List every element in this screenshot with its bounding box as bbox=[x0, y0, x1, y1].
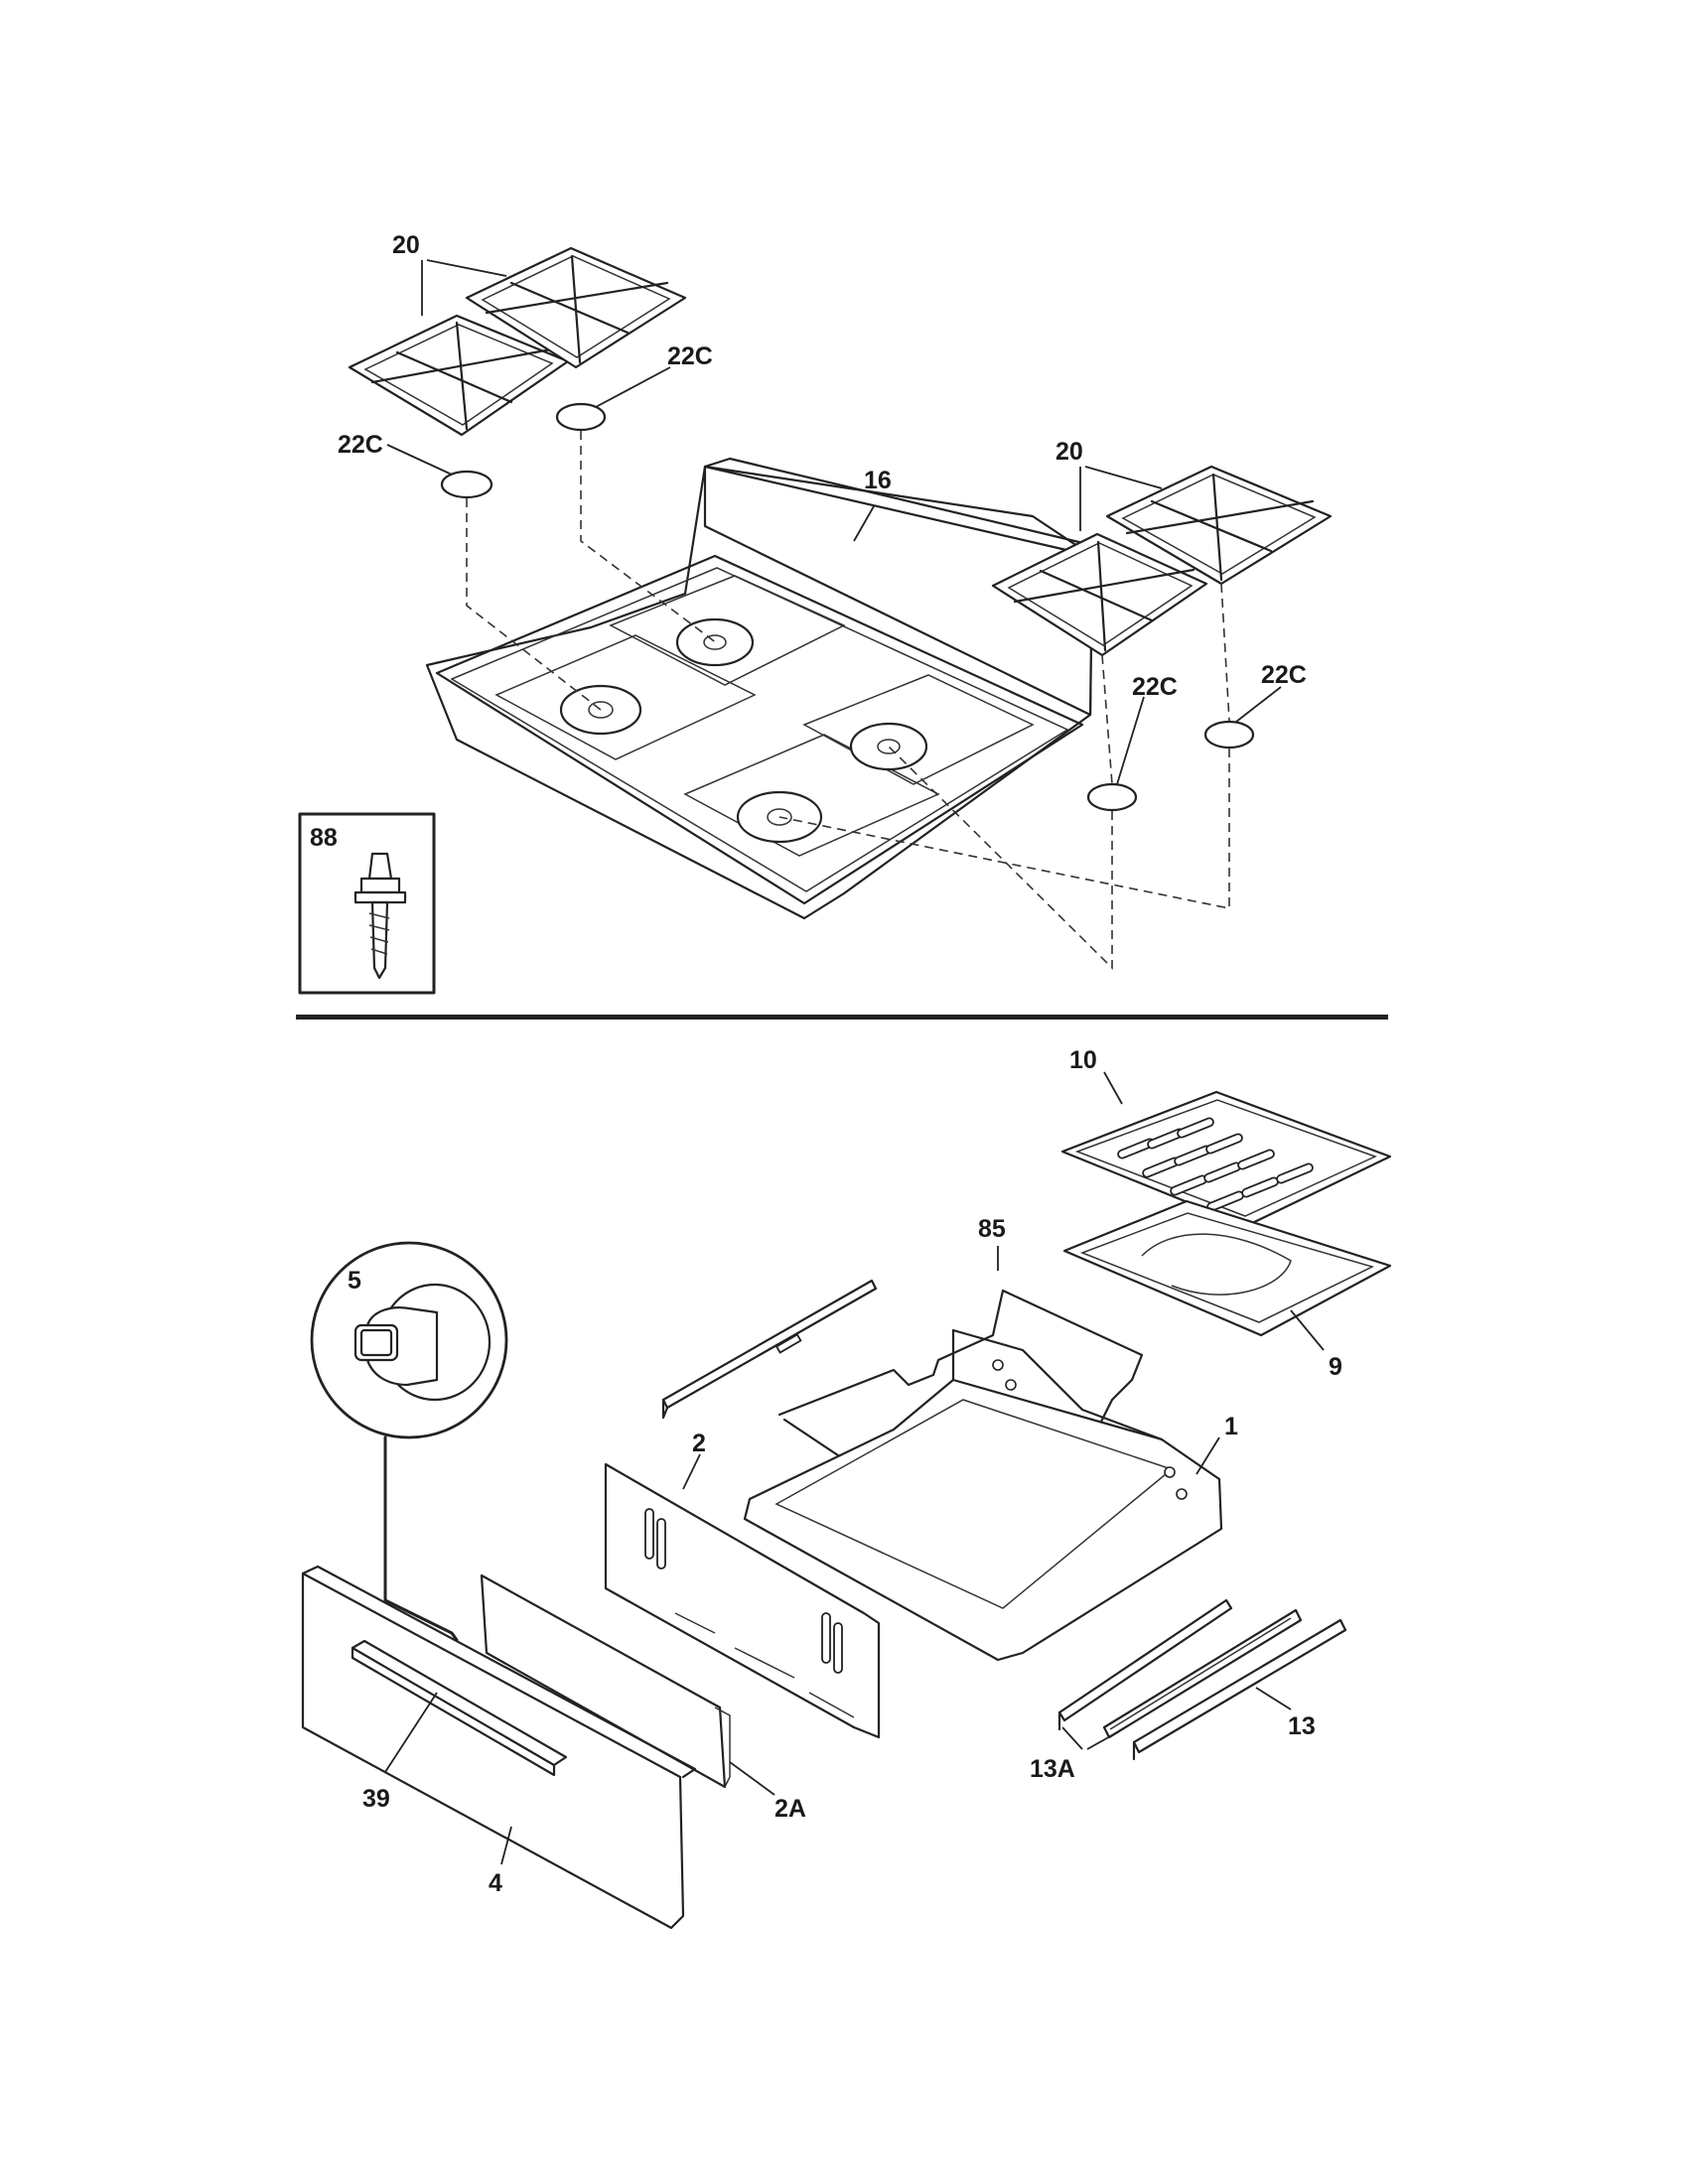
drawer-body-part bbox=[743, 1328, 1223, 1662]
callout-slide-rail: 13 bbox=[1288, 1712, 1316, 1740]
callout-broiler-grid: 10 bbox=[1069, 1046, 1097, 1074]
leader-lines-bottom bbox=[384, 1071, 1325, 1865]
screw-detail-box bbox=[298, 812, 436, 995]
drawer-back-part bbox=[604, 1462, 881, 1739]
callout-slide-rail-bracket: 13A bbox=[1030, 1755, 1075, 1783]
cooktop-part bbox=[425, 457, 1094, 920]
grate-left-back bbox=[465, 246, 687, 369]
burner-cap-right-mid bbox=[1086, 782, 1138, 812]
grate-right-front bbox=[991, 532, 1208, 657]
callout-cap-right-far: 22C bbox=[1261, 661, 1307, 689]
grate-right-back bbox=[1105, 465, 1333, 586]
broiler-pan-part bbox=[1062, 1199, 1392, 1337]
callout-drawer-back: 2 bbox=[692, 1430, 706, 1457]
callout-rack: 85 bbox=[978, 1215, 1006, 1243]
drawer-handle-part bbox=[351, 1639, 568, 1777]
slide-rail-lower-right bbox=[1132, 1618, 1347, 1761]
callout-cap-right-mid: 22C bbox=[1132, 673, 1178, 701]
callout-broiler-pan: 9 bbox=[1329, 1353, 1342, 1381]
slide-rail-upper-left bbox=[661, 1279, 878, 1420]
burner-cap-upper bbox=[555, 402, 607, 432]
alignment-lines-top bbox=[466, 431, 1230, 970]
callout-grate-right: 20 bbox=[1055, 438, 1083, 466]
section-divider bbox=[296, 1015, 1388, 1020]
callout-cooktop: 16 bbox=[864, 467, 892, 494]
callout-handle: 39 bbox=[362, 1785, 390, 1813]
knob-detail bbox=[310, 1241, 508, 1439]
slide-rail-lower-left bbox=[1057, 1598, 1233, 1731]
callout-cap-upper: 22C bbox=[667, 342, 713, 370]
burner-cap-right-far bbox=[1203, 720, 1255, 750]
knob-connection-line bbox=[383, 1435, 459, 1642]
broiler-grid-part bbox=[1060, 1090, 1392, 1228]
leader-lines-top bbox=[386, 259, 1282, 785]
callout-knob: 5 bbox=[348, 1267, 361, 1295]
callout-drawer-back-bracket: 2A bbox=[774, 1795, 806, 1823]
callout-drawer-front: 4 bbox=[489, 1869, 502, 1897]
slide-rail-lower-mid bbox=[1102, 1608, 1303, 1739]
callout-screw-box: 88 bbox=[310, 824, 338, 852]
callout-grate-top-left: 20 bbox=[392, 231, 420, 259]
callout-cap-left: 22C bbox=[338, 431, 383, 459]
drawer-back-bracket-part bbox=[480, 1573, 731, 1789]
callout-drawer-body: 1 bbox=[1224, 1413, 1238, 1440]
burner-cap-left bbox=[440, 470, 493, 499]
